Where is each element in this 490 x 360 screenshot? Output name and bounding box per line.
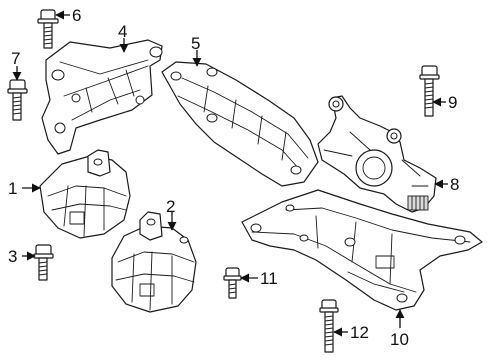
callout-11: 11 xyxy=(260,269,278,288)
bolt-part-12 xyxy=(319,299,339,353)
callout-8: 8 xyxy=(450,175,459,194)
callout-1: 1 xyxy=(8,179,17,198)
callout-10: 10 xyxy=(390,330,409,349)
callout-4: 4 xyxy=(118,22,127,41)
engine-mount-part-2 xyxy=(111,211,197,313)
callout-12: 12 xyxy=(350,323,369,342)
bracket-part-4 xyxy=(41,39,163,155)
engine-mount-part-1 xyxy=(39,149,131,239)
callout-labels: 1 2 3 4 5 6 7 8 9 10 11 12 xyxy=(8,6,459,349)
callout-3: 3 xyxy=(8,247,17,266)
bracket-part-5 xyxy=(161,61,319,187)
callout-2: 2 xyxy=(166,197,175,216)
callout-5: 5 xyxy=(191,34,200,53)
crossmember-part-10 xyxy=(241,189,483,311)
callout-6: 6 xyxy=(72,6,81,25)
bolt-part-3 xyxy=(33,244,54,281)
mount-part-8 xyxy=(317,95,437,213)
bolt-part-11 xyxy=(223,267,242,299)
callout-leaders xyxy=(12,10,448,337)
callout-7: 7 xyxy=(11,49,20,68)
bolt-part-7 xyxy=(7,79,28,121)
bolt-part-9 xyxy=(419,65,440,117)
bolt-part-6 xyxy=(37,9,59,49)
callout-9: 9 xyxy=(448,93,457,112)
